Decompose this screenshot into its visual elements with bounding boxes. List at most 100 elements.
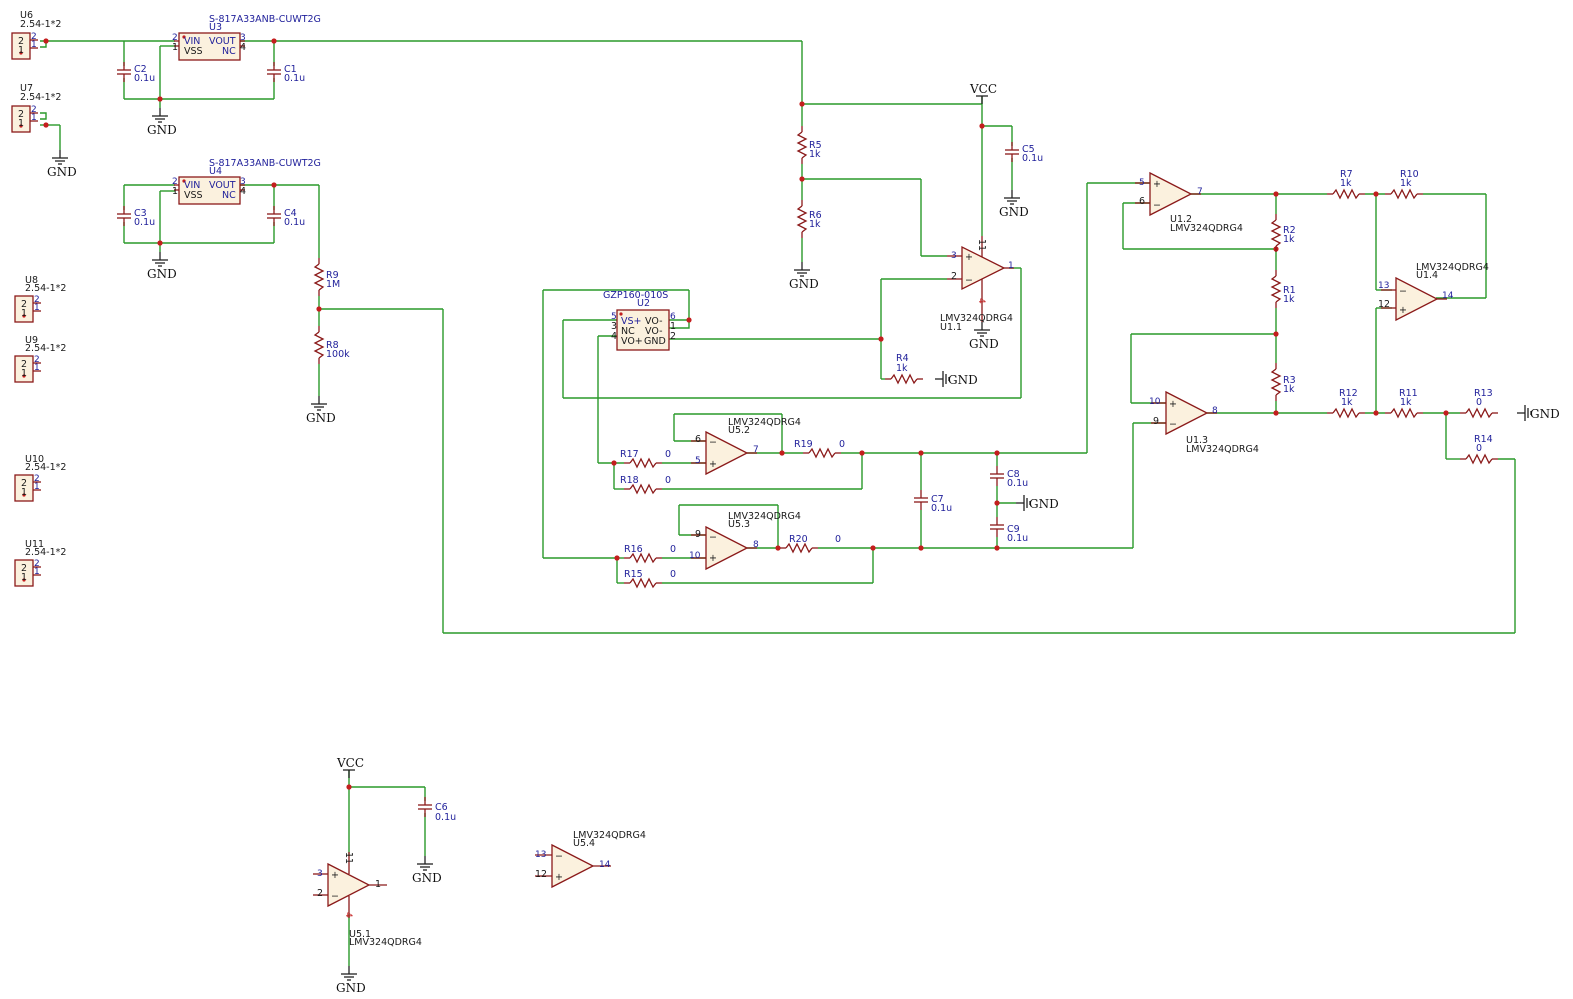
resistor-value: 1k	[1283, 294, 1295, 305]
regulator-pin-num: 3	[240, 177, 246, 187]
sensor-ref: U2	[637, 298, 650, 309]
resistor-r15: R15 0	[623, 569, 676, 588]
resistor-ref: R9	[326, 270, 339, 281]
regulator-pin-num: 1	[172, 42, 178, 53]
connector-pin: 2	[18, 36, 24, 47]
resistor-r20: R20 0	[779, 534, 841, 553]
opamp-ref: U1.4	[1416, 270, 1438, 281]
capacitor-ref: C5	[1022, 144, 1035, 155]
connector-value: 2.54-1*2	[25, 547, 66, 558]
gnd-symbol: GND	[147, 107, 177, 137]
gnd-label: GND	[147, 123, 177, 137]
opamp-pin: 9	[695, 529, 701, 540]
gnd-label: GND	[1029, 497, 1059, 511]
sensor-pin-num: 1	[670, 321, 676, 332]
connector-u8: U8 2.54-1*2 2 1 2 1	[14, 275, 66, 323]
regulator-u4: S-817A33ANB-CUWT2G U4 VIN VSS VOUT NC 2 …	[172, 158, 321, 205]
opamp-pin: 1	[1008, 261, 1014, 271]
resistor-value: 1k	[1400, 397, 1412, 408]
opamp-ref: U1.2	[1170, 214, 1192, 225]
connector-value: 2.54-1*2	[25, 343, 66, 354]
gnd-label: GND	[147, 267, 177, 281]
resistor-value: 0	[835, 534, 841, 545]
opamp-u1-2: + − 5 6 7 U1.2 LMV324QDRG4	[1135, 171, 1243, 234]
resistor-r18: R18 0	[620, 475, 671, 494]
sensor-pin-num: 2	[670, 331, 676, 342]
opamp-value: LMV324QDRG4	[1170, 223, 1243, 234]
resistor-r19: R19 0	[794, 439, 845, 458]
connector-pin-num: 2	[34, 474, 40, 484]
resistor-r14: R14 0	[1459, 434, 1499, 464]
capacitor-c5: C5 0.1u	[1004, 141, 1043, 164]
capacitor-ref: C2	[134, 64, 147, 75]
opamp-value: LMV324QDRG4	[728, 511, 801, 522]
resistor-r11: R11 1k	[1384, 388, 1424, 418]
connector-pin: 1	[21, 308, 27, 319]
sensor-pin-num: 4	[611, 331, 617, 342]
regulator-value: S-817A33ANB-CUWT2G	[209, 158, 321, 169]
capacitor-ref: C1	[284, 64, 297, 75]
regulator-ref: U3	[209, 22, 222, 33]
opamp-plus-sign: +	[1399, 305, 1407, 316]
opamp-pin: 4	[343, 912, 353, 918]
opamp-value: LMV324QDRG4	[1186, 444, 1259, 455]
sensor-pin-num: 3	[611, 321, 617, 332]
opamp-u1-3: + − 10 9 8 U1.3 LMV324QDRG4	[1149, 390, 1259, 455]
opamp-plus-sign: +	[709, 553, 717, 564]
opamp-ref: U5.2	[728, 425, 750, 436]
vcc-symbol: VCC	[969, 82, 997, 104]
resistor-ref: R1	[1283, 285, 1296, 296]
opamp-ref: U1.1	[940, 322, 962, 333]
resistor-r6: R6 1k	[797, 199, 822, 239]
resistor-ref: R8	[326, 340, 339, 351]
opamp-plus-sign: +	[331, 870, 339, 881]
opamp-pin: 8	[753, 540, 759, 550]
opamp-pin: 14	[1442, 291, 1454, 301]
resistor-value: 1k	[809, 149, 821, 160]
gnd-label: GND	[969, 337, 999, 351]
connector-pin: 1	[18, 45, 24, 56]
opamp-u5-1: + − 3 2 1 11 4 U5.1 LMV324QDRG4	[313, 852, 422, 948]
sensor-pin-num: 6	[670, 312, 676, 322]
regulator-pin-num: 2	[172, 177, 178, 187]
opamp-pin: 11	[976, 239, 987, 251]
connector-value: 2.54-1*2	[20, 19, 61, 30]
wires	[40, 40, 1516, 966]
opamp-pin: 13	[535, 850, 546, 860]
opamp-plus-sign: +	[1169, 399, 1177, 410]
connector-ref: U11	[25, 539, 44, 550]
opamp-minus-sign: −	[709, 437, 717, 448]
opamp-pin: 7	[753, 445, 759, 455]
resistor-value: 1M	[326, 279, 340, 290]
regulator-pin-num: 1	[172, 186, 178, 197]
gnd-symbol-side: GND	[1516, 404, 1560, 422]
opamp-minus-sign: −	[331, 891, 339, 902]
opamp-ref: U1.3	[1186, 435, 1208, 446]
resistor-ref: R15	[624, 569, 643, 580]
capacitor-c9: C9 0.1u	[989, 516, 1028, 544]
gnd-symbol: GND	[306, 395, 336, 425]
connector-pin: 1	[21, 487, 27, 498]
gnd-label: GND	[789, 277, 819, 291]
opamp-value: LMV324QDRG4	[940, 313, 1013, 324]
opamp-pin: 7	[1197, 187, 1203, 197]
capacitor-value: 0.1u	[284, 217, 305, 228]
opamp-plus-sign: +	[965, 252, 973, 263]
opamp-value: LMV324QDRG4	[728, 417, 801, 428]
opamp-pin: 6	[695, 434, 701, 445]
opamp-pin: 8	[1212, 406, 1218, 416]
resistor-value: 0	[665, 449, 671, 460]
connector-u7: U7 2.54-1*2 2 1 2 1	[11, 83, 61, 133]
opamp-pin: 5	[695, 456, 701, 466]
vcc-label: VCC	[969, 82, 997, 96]
connector-value: 2.54-1*2	[20, 92, 61, 103]
connector-pin-num: 1	[34, 363, 40, 373]
regulator-pin-name: VSS	[184, 190, 203, 201]
opamp-value: LMV324QDRG4	[349, 937, 422, 948]
opamp-pin: 12	[1378, 299, 1390, 310]
pressure-sensor-u2: GZP160-010S U2 VS+ NC VO+ VO- VO- GND 5 …	[603, 290, 676, 351]
resistor-ref: R7	[1340, 169, 1353, 180]
connector-pin-num: 2	[31, 32, 37, 42]
connector-pin-num: 2	[31, 105, 37, 115]
vcc-symbol: VCC	[336, 756, 364, 778]
